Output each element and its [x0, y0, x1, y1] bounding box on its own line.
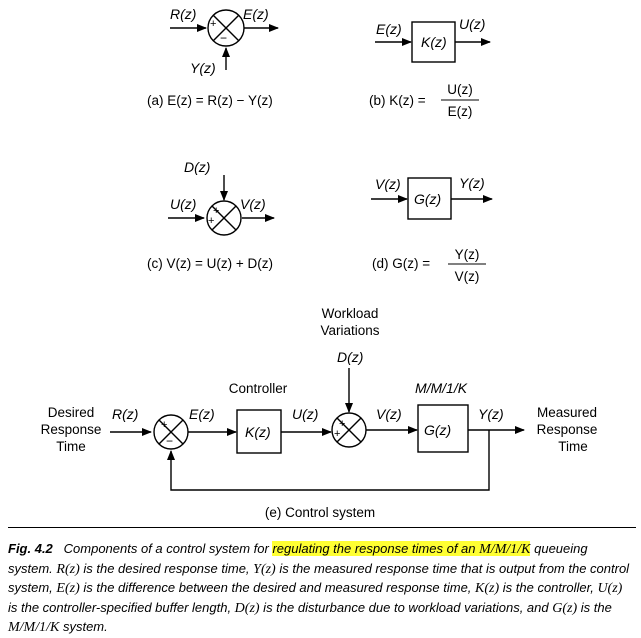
- caption-math: E(z): [56, 581, 80, 596]
- label-y: Y(z): [459, 175, 485, 191]
- label-e: E(z): [376, 21, 402, 37]
- sign-plus: +: [161, 419, 167, 431]
- label-r: R(z): [112, 406, 138, 422]
- sign-minus: −: [166, 434, 173, 448]
- sign-plus: +: [208, 215, 214, 227]
- label-v: V(z): [376, 406, 402, 422]
- label-v: V(z): [375, 176, 401, 192]
- label-d: D(z): [184, 159, 210, 175]
- caption-text: is the: [577, 599, 612, 615]
- label-v: V(z): [240, 196, 266, 212]
- caption-text: is the measured response time that is ou…: [8, 560, 630, 596]
- caption-text: is the desired response time,: [79, 560, 254, 576]
- caption-math: M/M/1/K: [479, 542, 531, 557]
- caption-highlight-text: regulating the response times of an: [272, 541, 480, 556]
- measured-label-2: Response: [537, 422, 598, 437]
- workload-label-1: Workload: [322, 306, 379, 321]
- desired-label-2: Response: [41, 422, 102, 437]
- sign-plus: +: [334, 428, 340, 440]
- controller-block-label: K(z): [245, 424, 271, 440]
- caption-math: M/M/1/K: [8, 620, 60, 635]
- panel-c-summing-junction: [168, 175, 275, 236]
- figure-caption: Fig. 4.2 Components of a control system …: [8, 540, 634, 638]
- caption-text: queueing system.: [8, 541, 588, 576]
- label-y: Y(z): [478, 406, 504, 422]
- caption-text: Components of a control system for: [63, 541, 273, 556]
- label-e: E(z): [243, 6, 269, 22]
- label-u: U(z): [170, 196, 196, 212]
- figure-number: Fig. 4.2: [8, 541, 53, 556]
- label-y: Y(z): [190, 60, 216, 76]
- caption-text: system.: [59, 619, 108, 634]
- panel-e-labels: Workload Variations D(z) Controller M/M/…: [41, 306, 598, 520]
- panel-b-labels: E(z) K(z) U(z) (b) K(z) = U(z) E(z): [369, 16, 485, 119]
- caption-math: K(z): [475, 581, 500, 596]
- control-system-diagram: R(z) E(z) Y(z) + − (a) E(z) = R(z) − Y(z…: [41, 6, 598, 520]
- caption-math: D(z): [234, 600, 260, 616]
- label-u: U(z): [459, 16, 485, 32]
- caption-text: is the difference between the desired an…: [79, 580, 476, 595]
- label-u: U(z): [292, 406, 318, 422]
- panel-e-caption: (e) Control system: [265, 505, 375, 520]
- caption-math: U(z): [597, 581, 623, 596]
- g-block: [407, 177, 452, 220]
- caption-text: is the disturbance due to workload varia…: [259, 599, 553, 615]
- plant-label: M/M/1/K: [415, 380, 468, 396]
- controller-label: Controller: [229, 381, 288, 396]
- panel-c-caption: (c) V(z) = U(z) + D(z): [147, 256, 273, 271]
- caption-text: is the controller,: [499, 580, 598, 595]
- panel-b-caption: (b) K(z) =: [369, 93, 426, 108]
- caption-math: G(z): [552, 600, 578, 616]
- plant-block: [417, 404, 469, 453]
- plant-block-label: G(z): [424, 422, 451, 438]
- desired-label-3: Time: [56, 439, 86, 454]
- panel-a-summing-junction: [170, 9, 279, 70]
- fraction-numerator: Y(z): [455, 247, 480, 262]
- panel-a-labels: R(z) E(z) Y(z) + − (a) E(z) = R(z) − Y(z…: [147, 6, 273, 108]
- panel-d-caption: (d) G(z) =: [372, 256, 430, 271]
- panel-d-labels: V(z) G(z) Y(z) (d) G(z) = Y(z) V(z): [372, 175, 486, 284]
- controller-block: [236, 409, 282, 454]
- caption-text: is the controller-specified buffer lengt…: [8, 599, 235, 615]
- sign-plus: +: [339, 418, 345, 430]
- panel-a-caption: (a) E(z) = R(z) − Y(z): [147, 93, 273, 108]
- panel-d-plant: [371, 177, 493, 220]
- fraction-denominator: V(z): [455, 269, 480, 284]
- caption-divider: [8, 527, 636, 528]
- k-block-label: K(z): [421, 34, 447, 50]
- sign-plus: +: [210, 18, 216, 30]
- measured-label-1: Measured: [537, 405, 597, 420]
- sign-minus: −: [220, 31, 227, 45]
- label-e: E(z): [189, 406, 215, 422]
- caption-math: R(z): [56, 561, 80, 577]
- caption-math: Y(z): [253, 561, 276, 577]
- feedback-path: [167, 430, 490, 491]
- desired-label-1: Desired: [48, 405, 95, 420]
- panel-c-labels: D(z) U(z) V(z) + + (c) V(z) = U(z) + D(z…: [147, 159, 273, 271]
- fraction-denominator: E(z): [448, 104, 473, 119]
- fraction-numerator: U(z): [447, 82, 473, 97]
- caption-highlight: regulating the response times of an M/M/…: [272, 541, 531, 557]
- panel-e-control-loop: [110, 368, 525, 491]
- measured-label-3: Time: [558, 439, 588, 454]
- sign-plus: +: [213, 205, 219, 217]
- g-block-label: G(z): [414, 191, 441, 207]
- label-d: D(z): [337, 349, 363, 365]
- label-r: R(z): [170, 6, 196, 22]
- workload-label-2: Variations: [320, 323, 379, 338]
- panel-b-controller: [375, 21, 491, 63]
